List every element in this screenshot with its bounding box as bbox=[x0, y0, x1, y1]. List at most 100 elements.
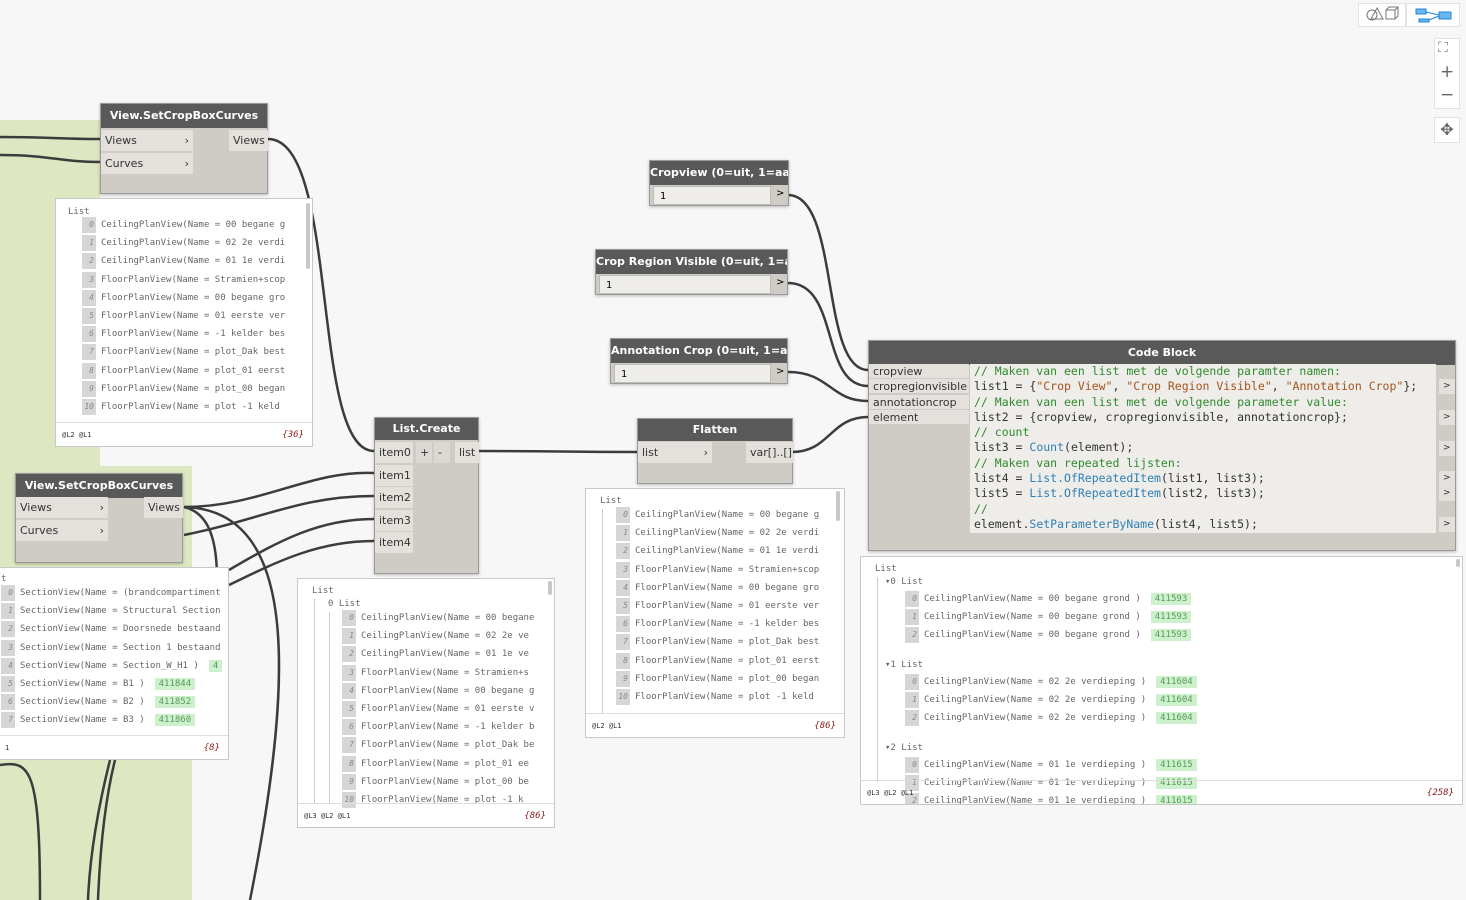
scrollbar[interactable] bbox=[548, 581, 552, 595]
output-port[interactable]: > bbox=[1439, 409, 1455, 425]
list-group-label[interactable]: 0 List bbox=[328, 599, 361, 609]
input-port-list[interactable]: list› bbox=[638, 442, 712, 463]
input-port-views[interactable]: Views› bbox=[101, 130, 193, 151]
input-port-item1[interactable]: item1 bbox=[375, 464, 413, 486]
output-port-views[interactable]: Views bbox=[144, 497, 183, 518]
output-port-list[interactable]: list bbox=[455, 442, 479, 463]
input-port-views[interactable]: Views› bbox=[16, 497, 108, 518]
output-port[interactable]: var[]..[] bbox=[746, 442, 793, 463]
number-input[interactable]: 1 bbox=[653, 186, 771, 205]
output-port[interactable]: > bbox=[1439, 486, 1455, 502]
input-port-item2[interactable]: item2 bbox=[375, 487, 413, 508]
code-line[interactable]: list3 = Count(element); bbox=[974, 440, 1134, 455]
flatten-node[interactable]: Flatten list› var[]..[] bbox=[637, 418, 793, 484]
code-editor[interactable]: // Maken van een list met de volgende pa… bbox=[970, 364, 1436, 533]
setcropboxcurves-node-2[interactable]: View.SetCropBoxCurves Views› Curves› Vie… bbox=[15, 473, 183, 563]
zoom-out-button[interactable]: − bbox=[1440, 85, 1455, 105]
code-line[interactable]: list2 = {cropview, cropregionvisible, an… bbox=[974, 409, 1348, 424]
input-port-item0[interactable]: item0 bbox=[375, 442, 413, 463]
zoom-fit-icon[interactable]: ⛶ bbox=[1438, 40, 1448, 56]
setcropboxcurves-node-1[interactable]: View.SetCropBoxCurves Views› Curves› Vie… bbox=[100, 103, 268, 194]
code-line[interactable]: // bbox=[974, 501, 988, 516]
geometry-view-button[interactable] bbox=[1358, 3, 1406, 27]
list-group-label[interactable]: ▾2 List bbox=[885, 743, 923, 753]
input-port-item4[interactable]: item4 bbox=[375, 532, 413, 553]
number-input[interactable]: 1 bbox=[614, 364, 771, 383]
number-input[interactable]: 1 bbox=[599, 275, 771, 294]
code-line[interactable]: element.SetParameterByName(list4, list5)… bbox=[974, 516, 1258, 531]
input-port-cropview[interactable]: cropview bbox=[869, 364, 969, 379]
output-port[interactable]: > bbox=[1439, 440, 1455, 456]
input-port-curves[interactable]: Curves› bbox=[16, 520, 108, 541]
graph-view-button[interactable] bbox=[1406, 3, 1460, 27]
list-group-label[interactable]: ▾1 List bbox=[885, 660, 923, 670]
output-port[interactable]: > bbox=[1439, 379, 1455, 395]
input-port-element[interactable]: element bbox=[869, 409, 969, 425]
crop-region-visible-number-node[interactable]: Crop Region Visible (0=uit, 1=aan) 1 > bbox=[595, 249, 788, 295]
output-port[interactable]: > bbox=[776, 366, 785, 377]
output-port[interactable]: > bbox=[1439, 471, 1455, 487]
remove-input-button[interactable]: - bbox=[434, 442, 450, 463]
input-port-annotationcrop[interactable]: annotationcrop bbox=[869, 394, 969, 410]
code-line[interactable]: // Maken van een list met de volgende pa… bbox=[974, 394, 1348, 409]
output-port[interactable]: > bbox=[1439, 517, 1455, 532]
scrollbar[interactable] bbox=[1456, 559, 1460, 567]
annotation-crop-number-node[interactable]: Annotation Crop (0=uit, 1=aan) 1 > bbox=[610, 338, 788, 384]
input-port-cropregionvisible[interactable]: cropregionvisible bbox=[869, 379, 969, 395]
scrollbar[interactable] bbox=[836, 491, 840, 521]
cropview-number-node[interactable]: Cropview (0=uit, 1=aan) 1 > bbox=[649, 160, 789, 206]
output-port-views[interactable]: Views bbox=[229, 130, 268, 151]
code-line[interactable]: // count bbox=[974, 425, 1030, 440]
code-line[interactable]: // Maken van een list met de volgende pa… bbox=[974, 364, 1341, 378]
code-line[interactable]: list5 = List.OfRepeatedItem(list2, list3… bbox=[974, 486, 1265, 501]
input-port-curves[interactable]: Curves› bbox=[101, 153, 193, 174]
scrollbar[interactable] bbox=[306, 203, 310, 269]
add-input-button[interactable]: + bbox=[416, 442, 432, 463]
list-group-label[interactable]: ▾0 List bbox=[885, 577, 923, 587]
